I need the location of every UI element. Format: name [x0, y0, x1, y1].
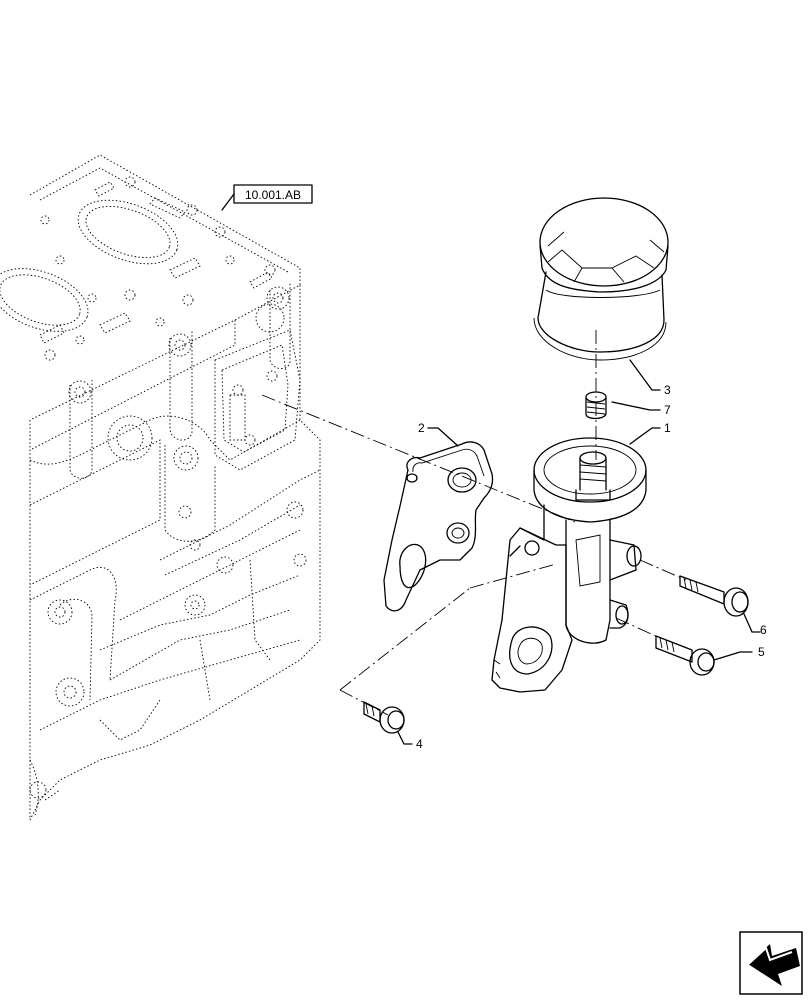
gasket	[383, 427, 494, 612]
alignment-lines	[261, 330, 687, 716]
reference-box[interactable]: 10.001.AB	[221, 184, 313, 211]
bolt-4	[363, 701, 413, 745]
engine-block	[0, 154, 321, 821]
bolt-6	[679, 575, 761, 633]
callout-5: 5	[758, 645, 765, 659]
next-page-arrow-icon[interactable]	[739, 931, 803, 995]
oil-filter-cartridge	[533, 197, 669, 391]
threaded-nipple	[585, 391, 661, 420]
bolt-5	[655, 635, 753, 676]
callout-4: 4	[416, 737, 423, 751]
callout-7: 7	[664, 403, 671, 417]
callouts: 1 2 3 4 5 6 7	[416, 383, 767, 751]
callout-1: 1	[664, 421, 671, 435]
oil-filter-head	[491, 427, 661, 693]
callout-2: 2	[418, 421, 425, 435]
callout-3: 3	[664, 383, 671, 397]
callout-6: 6	[760, 623, 767, 637]
reference-label: 10.001.AB	[245, 188, 301, 202]
